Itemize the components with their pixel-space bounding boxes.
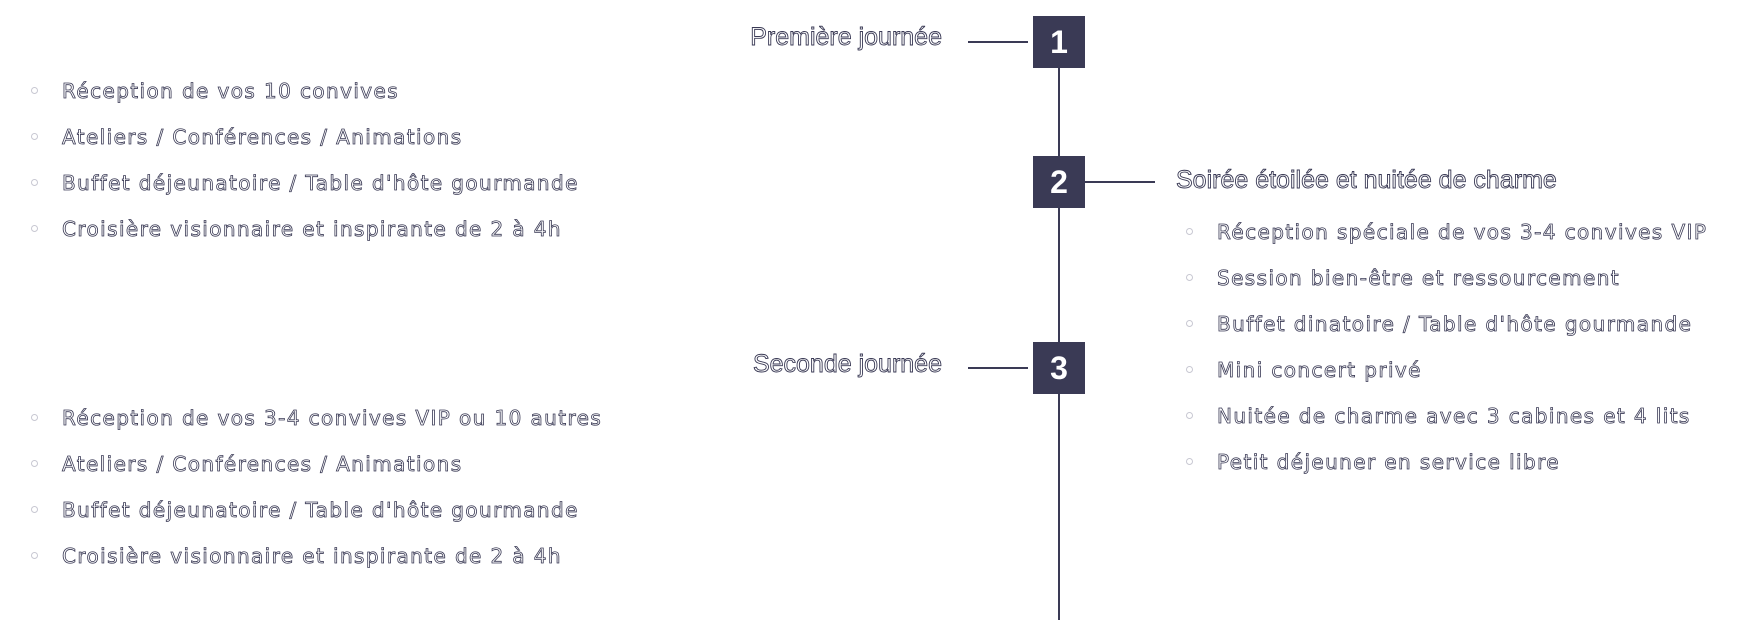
list-item-text: Buffet déjeunatoire / Table d'hôte gourm… bbox=[62, 498, 579, 523]
list-item-text: Buffet déjeunatoire / Table d'hôte gourm… bbox=[62, 171, 579, 196]
step-2-badge: 2 bbox=[1033, 156, 1085, 208]
timeline-line bbox=[1058, 42, 1060, 620]
circle-outline-icon bbox=[1186, 274, 1193, 281]
list-item-text: Réception de vos 3-4 convives VIP ou 10 … bbox=[62, 406, 603, 431]
circle-outline-icon bbox=[31, 414, 38, 421]
circle-outline-icon bbox=[31, 225, 38, 232]
circle-outline-icon bbox=[31, 506, 38, 513]
list-item-text: Petit déjeuner en service libre bbox=[1217, 450, 1560, 475]
circle-outline-icon bbox=[1186, 320, 1193, 327]
day-one-title: Première journée bbox=[750, 23, 943, 52]
circle-outline-icon bbox=[1186, 458, 1193, 465]
circle-outline-icon bbox=[1186, 366, 1193, 373]
step-3-connector bbox=[968, 367, 1028, 369]
circle-outline-icon bbox=[31, 179, 38, 186]
list-item-text: Réception de vos 10 convives bbox=[62, 79, 400, 104]
evening-title: Soirée étoilée et nuitée de charme bbox=[1176, 166, 1558, 195]
step-1-badge: 1 bbox=[1033, 16, 1085, 68]
list-item-text: Réception spéciale de vos 3-4 convives V… bbox=[1217, 220, 1708, 245]
step-1-connector bbox=[968, 41, 1028, 43]
list-item-text: Croisière visionnaire et inspirante de 2… bbox=[62, 544, 563, 569]
circle-outline-icon bbox=[1186, 412, 1193, 419]
list-item-text: Buffet dinatoire / Table d'hôte gourmand… bbox=[1217, 312, 1693, 337]
list-item-text: Session bien-être et ressourcement bbox=[1217, 266, 1621, 291]
circle-outline-icon bbox=[31, 460, 38, 467]
list-item-text: Ateliers / Conférences / Animations bbox=[62, 125, 463, 150]
circle-outline-icon bbox=[31, 87, 38, 94]
day-two-title: Seconde journée bbox=[752, 350, 943, 379]
step-3-badge: 3 bbox=[1033, 342, 1085, 394]
circle-outline-icon bbox=[31, 133, 38, 140]
list-item-text: Ateliers / Conférences / Animations bbox=[62, 452, 463, 477]
list-item-text: Mini concert privé bbox=[1217, 358, 1422, 383]
circle-outline-icon bbox=[31, 552, 38, 559]
circle-outline-icon bbox=[1186, 228, 1193, 235]
list-item-text: Nuitée de charme avec 3 cabines et 4 lit… bbox=[1217, 404, 1691, 429]
list-item-text: Croisière visionnaire et inspirante de 2… bbox=[62, 217, 563, 242]
step-2-connector bbox=[1085, 181, 1155, 183]
